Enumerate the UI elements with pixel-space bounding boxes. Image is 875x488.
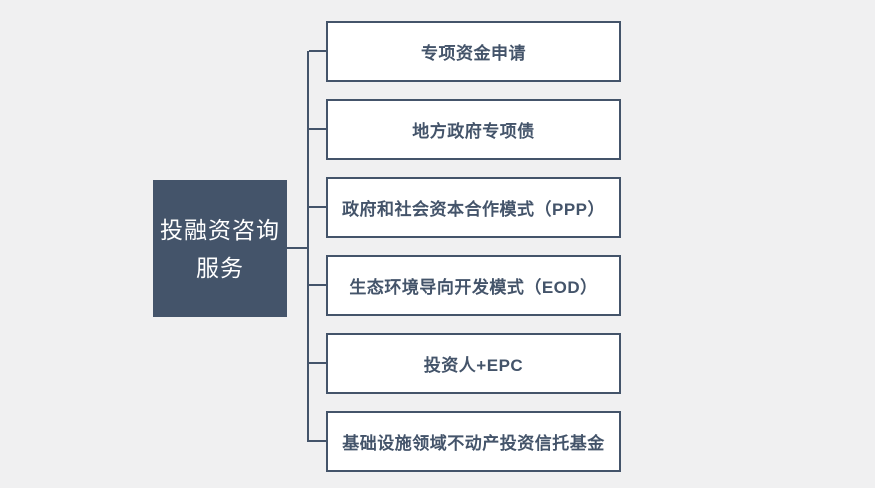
branch-connector-4 bbox=[309, 284, 326, 286]
branch-node-investor-plus-epc: 投资人+EPC bbox=[326, 333, 621, 394]
branch-node-label: 投资人+EPC bbox=[423, 356, 524, 375]
branch-node-label: 地方政府专项债 bbox=[412, 122, 535, 141]
connector-trunk-line bbox=[307, 51, 309, 442]
root-node-label-line2: 服务 bbox=[196, 254, 244, 281]
branch-connector-6 bbox=[309, 440, 326, 442]
branch-connector-5 bbox=[309, 362, 326, 364]
branch-connector-3 bbox=[309, 206, 326, 208]
branch-node-infrastructure-reits: 基础设施领域不动产投资信托基金 bbox=[326, 411, 621, 472]
branch-connector-1 bbox=[309, 50, 326, 52]
root-node-investment-financing-consulting: 投融资咨询 服务 bbox=[153, 180, 287, 317]
branch-connector-2 bbox=[309, 128, 326, 130]
branch-node-label: 生态环境导向开发模式（EOD） bbox=[349, 278, 598, 297]
branch-node-special-fund-application: 专项资金申请 bbox=[326, 21, 621, 82]
root-node-label-line1: 投融资咨询 bbox=[160, 216, 280, 243]
branch-node-label: 专项资金申请 bbox=[421, 44, 526, 63]
branch-node-local-government-special-bonds: 地方政府专项债 bbox=[326, 99, 621, 160]
branch-node-ppp-model: 政府和社会资本合作模式（PPP） bbox=[326, 177, 621, 238]
root-connector-line bbox=[287, 247, 307, 249]
branch-node-eod-model: 生态环境导向开发模式（EOD） bbox=[326, 255, 621, 316]
branch-node-label: 政府和社会资本合作模式（PPP） bbox=[341, 200, 606, 219]
branch-node-label: 基础设施领域不动产投资信托基金 bbox=[342, 434, 605, 453]
